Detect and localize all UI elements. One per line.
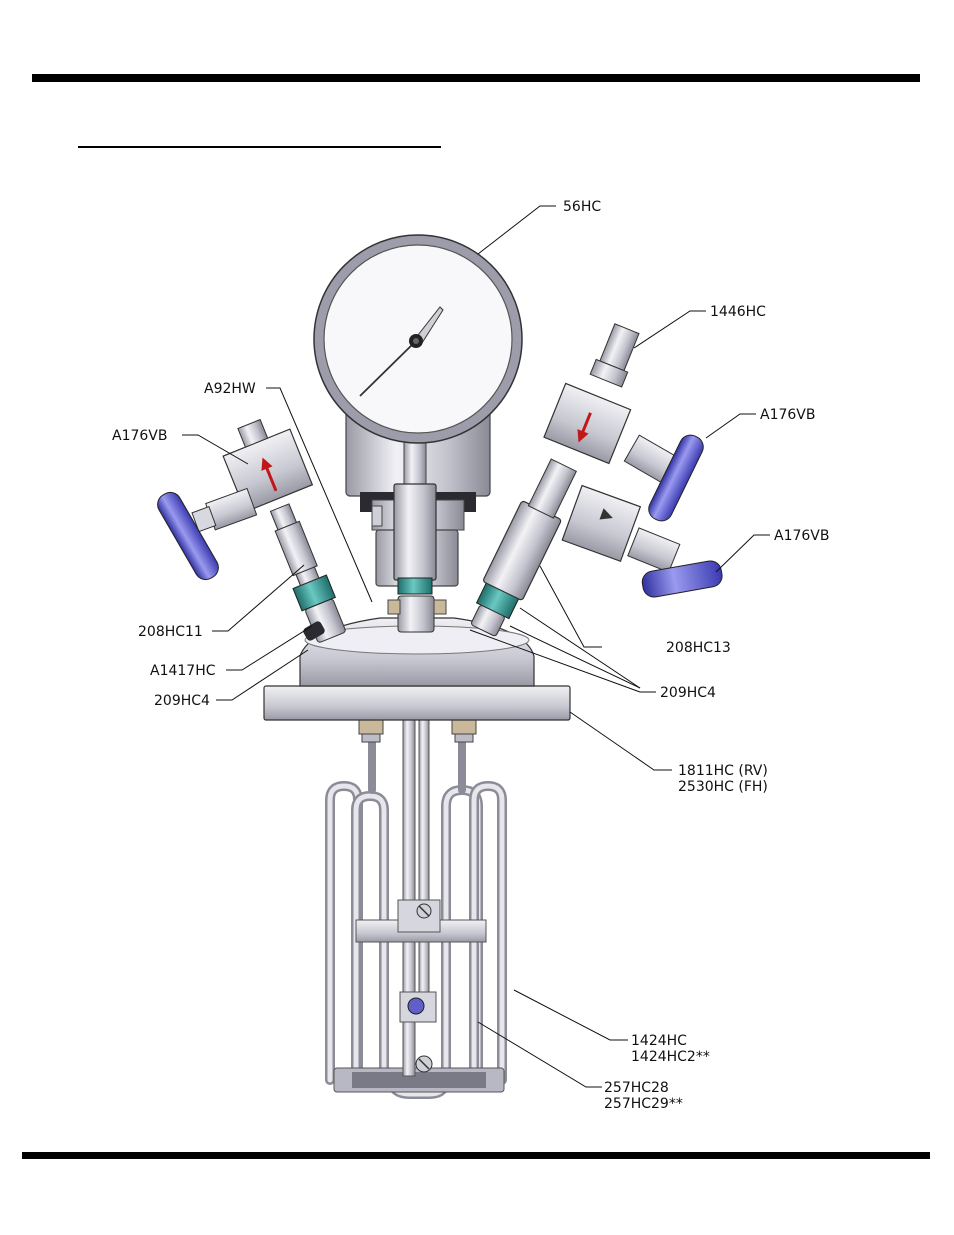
label-head-line1: 1811HC (RV) bbox=[678, 763, 768, 779]
label-tube-line1: 257HC28 bbox=[604, 1080, 669, 1096]
pressure-gauge bbox=[313, 234, 523, 444]
label-209hc4-left: 209HC4 bbox=[154, 693, 210, 709]
title-underline bbox=[78, 146, 441, 148]
label-a92hw: A92HW bbox=[204, 381, 256, 397]
label-208hc13: 208HC13 bbox=[666, 640, 731, 656]
label-a176vb-right-upper: A176VB bbox=[760, 407, 815, 423]
gauge-adapter bbox=[393, 483, 437, 581]
label-1446hc: 1446HC bbox=[710, 304, 766, 320]
split-ring-flange bbox=[263, 685, 571, 721]
label-208hc11: 208HC11 bbox=[138, 624, 203, 640]
label-tube-line2: 257HC29** bbox=[604, 1096, 683, 1112]
leader-lines bbox=[182, 205, 770, 1088]
label-coil-line1: 1424HC bbox=[631, 1033, 687, 1049]
top-rule bbox=[32, 74, 920, 82]
thermowell bbox=[418, 715, 430, 1017]
label-209hc4-right: 209HC4 bbox=[660, 685, 716, 701]
label-a1417hc: A1417HC bbox=[150, 663, 216, 679]
bottom-rule bbox=[22, 1152, 930, 1159]
right-valve-assembly bbox=[471, 323, 723, 637]
label-head-line2: 2530HC (FH) bbox=[678, 779, 768, 795]
label-a176vb-right-lower: A176VB bbox=[774, 528, 829, 544]
left-valve-assembly bbox=[157, 418, 346, 643]
label-coil-line2: 1424HC2** bbox=[631, 1049, 710, 1065]
label-56hc: 56HC bbox=[563, 199, 601, 215]
label-a176vb-left: A176VB bbox=[112, 428, 167, 444]
